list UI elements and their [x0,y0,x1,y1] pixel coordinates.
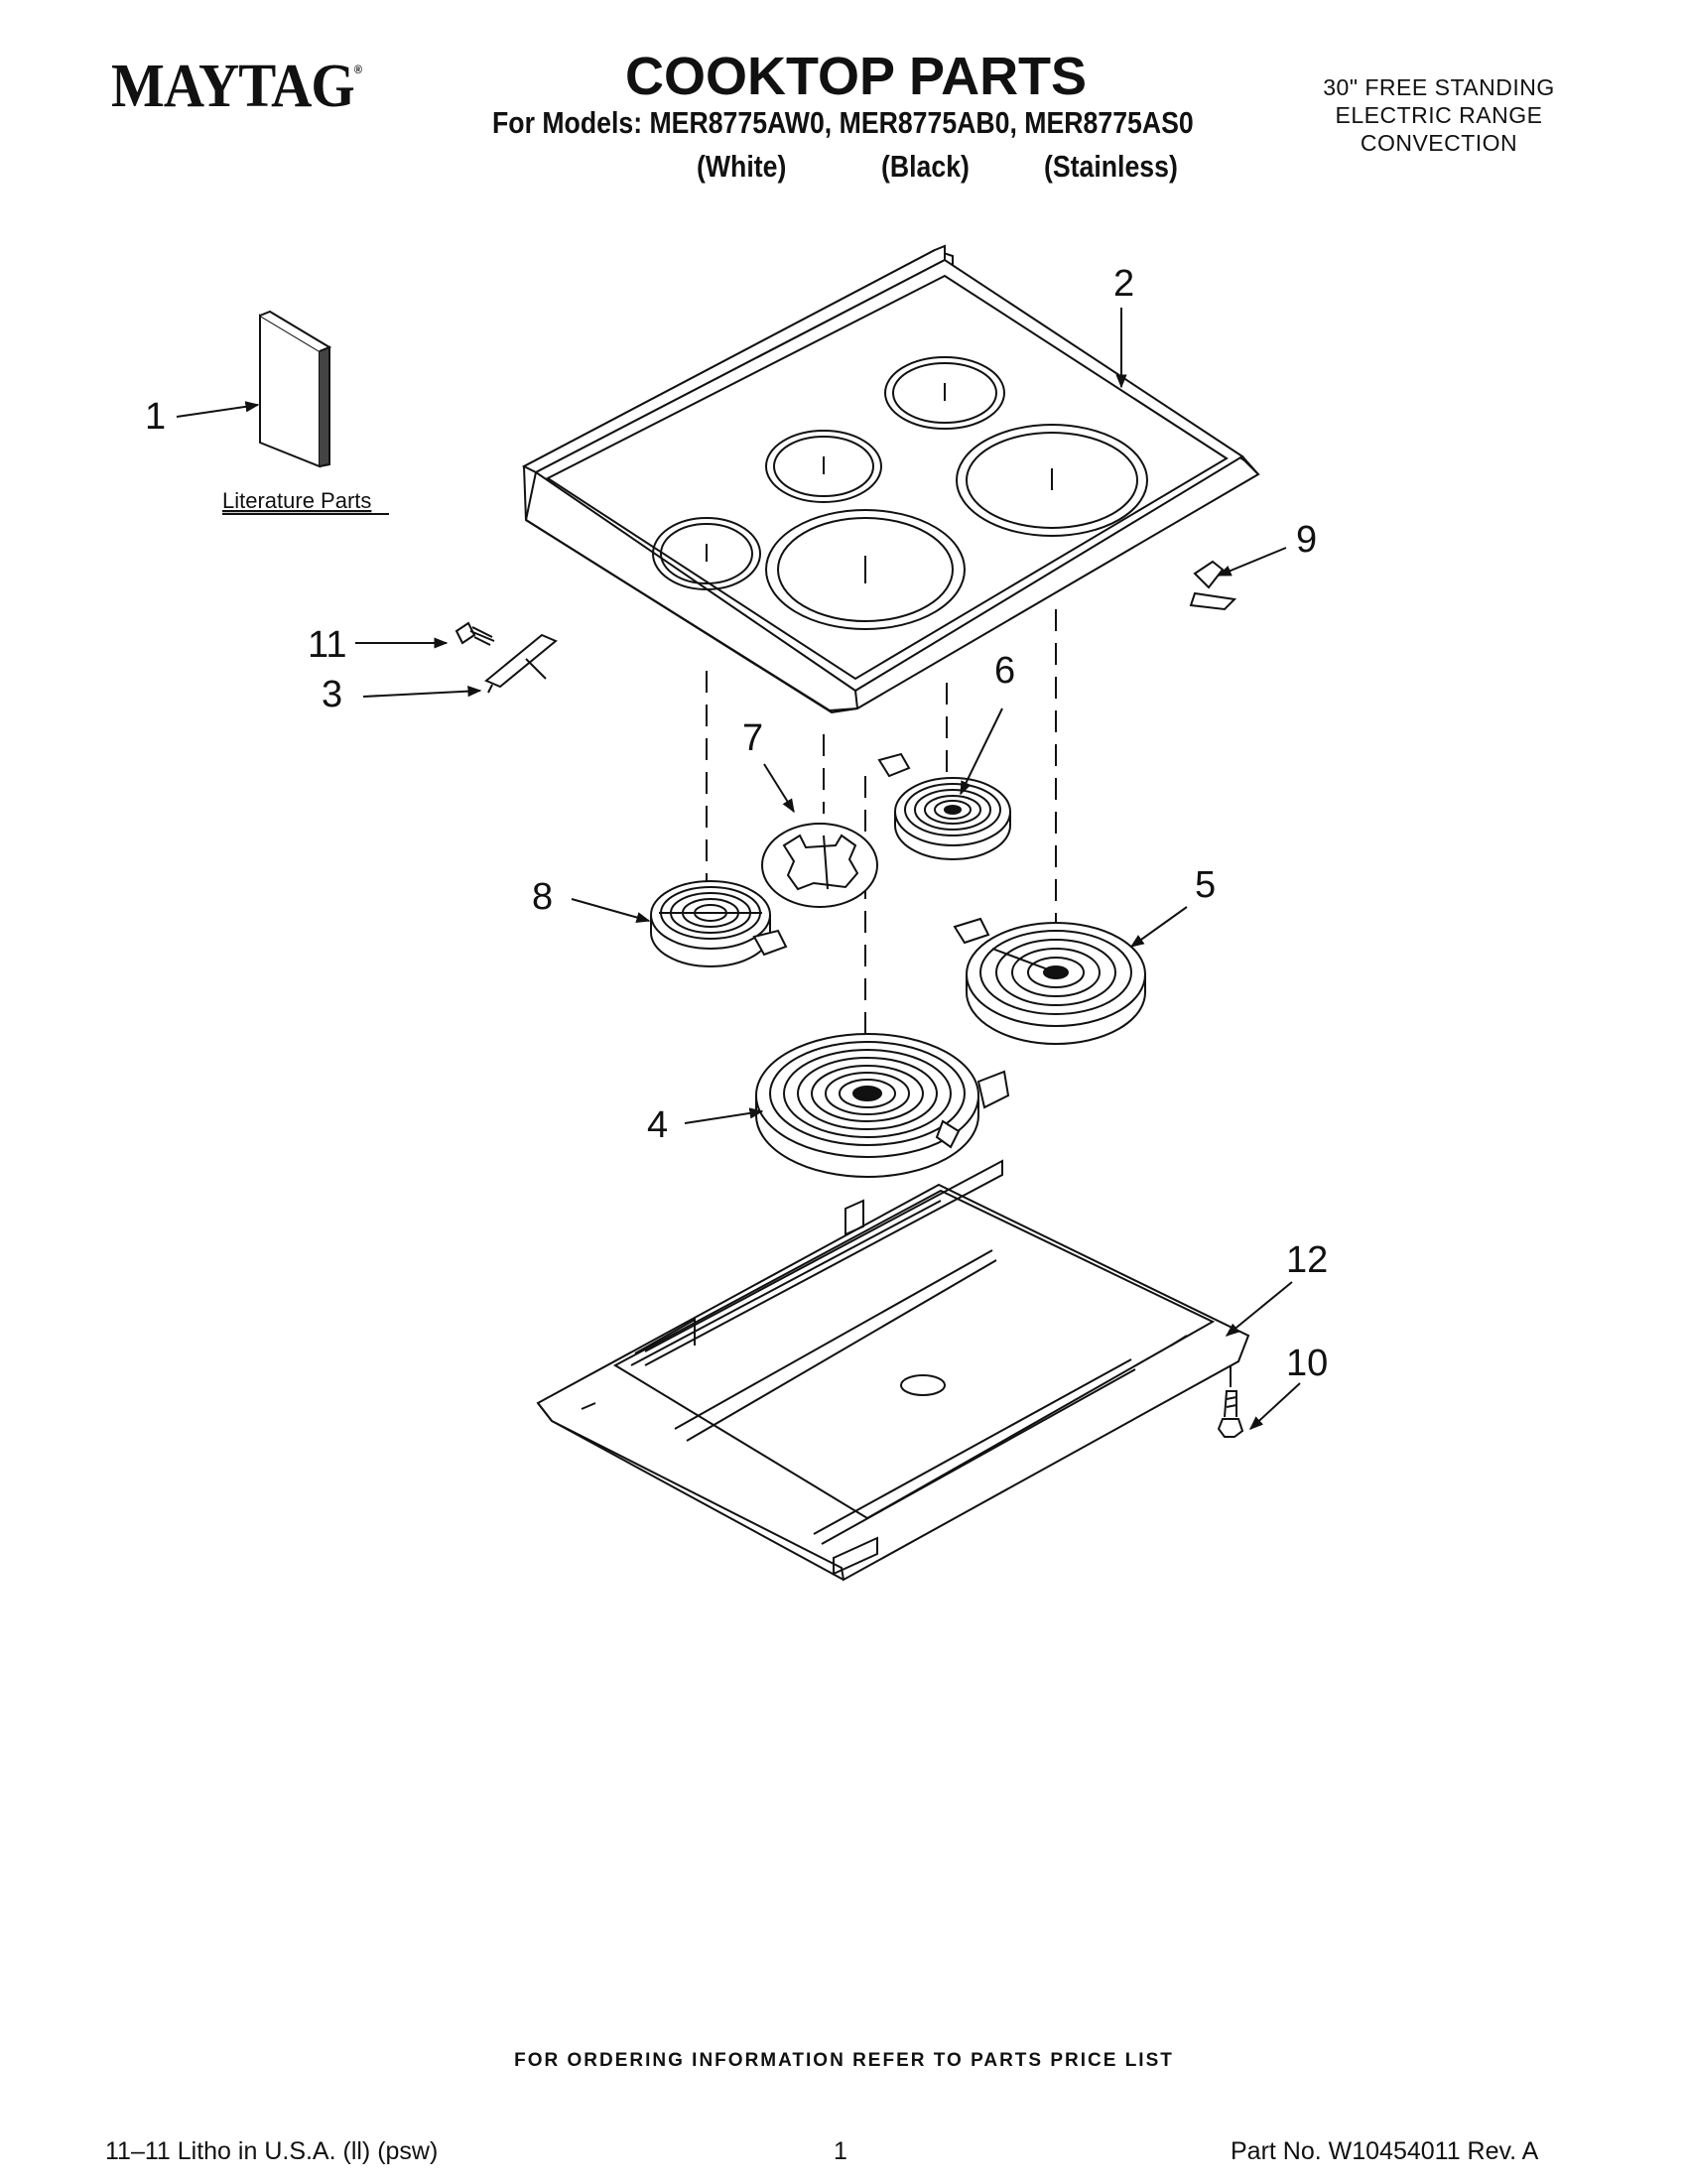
registered-mark: ® [353,63,362,76]
callout-7: 7 [742,717,763,759]
element-5 [953,917,1146,1045]
brand-logo: MAYTAG® [111,53,362,120]
callout-2: 2 [1113,263,1134,305]
support-pan-12 [536,1159,1250,1582]
subtitle-line-1: 30" FREE STANDING [1323,74,1555,100]
element-6 [877,752,1011,860]
variant-stainless: (Stainless) [1044,149,1178,184]
callout-5: 5 [1195,864,1216,906]
brand-name: MAYTAG [111,53,355,120]
part-number: Part No. W10454011 Rev. A [1231,2137,1539,2165]
cooktop-panel [521,244,1260,714]
literature-booklet [259,310,332,468]
screw-11 [454,621,495,646]
callout-10: 10 [1286,1343,1328,1384]
litho-info: 11–11 Litho in U.S.A. (ll) (psw) [105,2137,439,2165]
variant-white: (White) [697,149,787,184]
ordering-note: FOR ORDERING INFORMATION REFER TO PARTS … [514,2050,1174,2071]
element-4 [755,1033,1010,1178]
screw-10 [1217,1390,1244,1438]
bracket-3 [484,633,558,694]
page-title: COOKTOP PARTS [625,47,1088,106]
callout-8: 8 [532,876,553,918]
callout-6: 6 [994,650,1015,692]
callout-12: 12 [1286,1239,1328,1281]
callout-9: 9 [1296,519,1317,561]
callout-11: 11 [308,624,346,666]
clip-9 [1189,560,1237,611]
subtitle-line-3: CONVECTION [1360,130,1518,156]
element-8 [650,880,788,967]
callout-1: 1 [145,396,166,438]
variant-black: (Black) [881,149,970,184]
callout-3: 3 [322,674,342,715]
subtitle-line-2: ELECTRIC RANGE [1335,102,1543,128]
models-line: For Models: MER8775AW0, MER8775AB0, MER8… [492,105,1194,140]
product-subtitle: 30" FREE STANDING ELECTRIC RANGE CONVECT… [1290,73,1588,157]
page-number: 1 [834,2137,847,2165]
element-limiter-7 [761,823,878,908]
callout-4: 4 [647,1104,668,1146]
literature-parts-label: Literature Parts [222,488,371,513]
